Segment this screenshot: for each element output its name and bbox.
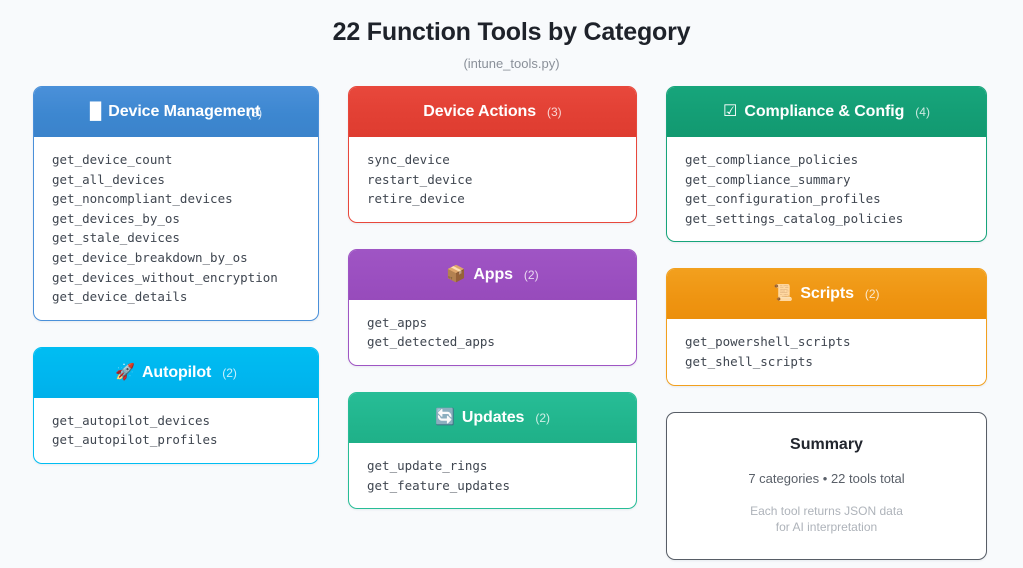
- list-item[interactable]: get_autopilot_devices: [52, 412, 211, 428]
- card-header-inner: █ Device Management(8): [90, 103, 262, 121]
- tool-list-device-management: get_device_count get_all_devices get_nonco…: [34, 150, 318, 307]
- tool-list-compliance-config: get_compliance_policies get_compliance_su…: [667, 150, 986, 228]
- tool-list-autopilot: get_autopilot_devices get_autopilot_profi…: [34, 411, 318, 450]
- card-title-compliance-config: Compliance & Config: [744, 103, 905, 120]
- card-compliance-config[interactable]: ☑ Compliance & Config (4) get_compliance_po…: [666, 86, 987, 243]
- card-header-apps: 📦 Apps (2): [349, 249, 636, 300]
- list-item[interactable]: get_detected_apps: [367, 334, 495, 350]
- summary-title: Summary: [790, 435, 863, 453]
- list-item[interactable]: get_noncompliant_devices: [52, 191, 233, 207]
- card-header-updates: 🔄 Updates (2): [349, 392, 636, 443]
- tool-list-updates: get_update_rings get_feature_updates: [349, 456, 636, 495]
- list-item[interactable]: get_compliance_summary: [685, 171, 851, 187]
- checkbox-checked-icon: ☑: [723, 103, 738, 120]
- refresh-sync-icon: 🔄: [434, 408, 455, 426]
- list-item[interactable]: get_device_breakdown_by_os: [52, 249, 248, 265]
- list-item[interactable]: get_stale_devices: [52, 230, 180, 246]
- card-count-scripts: (2): [864, 287, 880, 302]
- list-item[interactable]: get_compliance_policies: [685, 152, 859, 167]
- card-body-scripts: get_powershell_scripts get_shell_scripts: [667, 319, 986, 384]
- card-body-updates: get_update_rings get_feature_updates: [349, 443, 636, 508]
- card-body-compliance-config: get_compliance_policies get_compliance_su…: [667, 137, 986, 241]
- card-title-device-actions: Device Actions: [423, 103, 537, 120]
- card-count-compliance-config: (4): [915, 105, 930, 119]
- card-header-device-actions: Device Actions (3): [349, 87, 636, 137]
- card-device-actions[interactable]: Device Actions (3) sync_device restart_devi…: [348, 86, 637, 223]
- list-item[interactable]: get_devices_without_encryption: [52, 269, 278, 285]
- card-title-autopilot: Autopilot: [141, 363, 212, 381]
- card-header-scripts: 📜 Scripts (2): [667, 269, 986, 320]
- column-right: ☑ Compliance & Config (4) get_compliance_po…: [666, 86, 987, 561]
- list-item[interactable]: get_device_count: [52, 152, 173, 167]
- list-item[interactable]: restart_device: [367, 171, 473, 187]
- card-count-autopilot: (2): [222, 365, 237, 380]
- tool-list-device-actions: sync_device restart_device retire_device: [349, 150, 636, 209]
- rocket-icon: 🚀: [115, 363, 135, 381]
- list-item[interactable]: sync_device: [367, 152, 450, 167]
- page-subtitle: (intune_tools.py): [463, 55, 560, 71]
- card-scripts[interactable]: 📜 Scripts (2) get_powershell_scripts get_she…: [666, 268, 987, 386]
- list-item[interactable]: get_devices_by_os: [52, 210, 180, 226]
- card-count-apps: (2): [523, 267, 539, 282]
- card-body-device-actions: sync_device restart_device retire_device: [349, 137, 636, 222]
- card-header-inner: 🚀 Autopilot (2): [115, 364, 237, 382]
- card-header-inner: 📦 Apps (2): [446, 266, 538, 284]
- card-count-device-actions: (3): [547, 105, 562, 119]
- list-item[interactable]: retire_device: [367, 191, 465, 207]
- mobile-device-icon: █: [89, 103, 102, 120]
- card-header-inner: 📜 Scripts (2): [773, 285, 879, 303]
- card-count-device-management: (8): [247, 106, 263, 120]
- page-title: 22 Function Tools by Category: [332, 18, 691, 46]
- card-title-updates: Updates: [461, 408, 525, 426]
- card-body-apps: get_apps get_detected_apps: [349, 300, 636, 365]
- card-body-device-management: get_device_count get_all_devices get_nonco…: [34, 137, 318, 320]
- tool-list-scripts: get_powershell_scripts get_shell_scripts: [667, 332, 986, 371]
- list-item[interactable]: get_update_rings: [367, 457, 488, 473]
- card-header-autopilot: 🚀 Autopilot (2): [34, 347, 318, 398]
- package-box-icon: 📦: [446, 265, 467, 283]
- summary-note-line-1: Each tool returns JSON data: [750, 504, 903, 519]
- card-title-scripts: Scripts: [800, 285, 854, 303]
- list-item[interactable]: get_all_devices: [52, 171, 165, 187]
- summary-note-line-2: for AI interpretation: [775, 519, 878, 534]
- summary-stats: 7 categories • 22 tools total: [748, 470, 905, 486]
- card-header-inner: ☑ Compliance & Config (4): [723, 103, 930, 121]
- column-middle: Device Actions (3) sync_device restart_devi…: [348, 86, 637, 535]
- card-header-inner: Device Actions (3): [423, 103, 561, 121]
- card-body-autopilot: get_autopilot_devices get_autopilot_profi…: [34, 398, 318, 463]
- list-item[interactable]: get_powershell_scripts: [685, 334, 851, 350]
- list-item[interactable]: get_feature_updates: [367, 477, 510, 493]
- card-apps[interactable]: 📦 Apps (2) get_apps get_detected_apps: [348, 248, 637, 366]
- card-header-inner: 🔄 Updates (2): [435, 409, 550, 427]
- card-header-compliance-config: ☑ Compliance & Config (4): [667, 87, 986, 137]
- list-item[interactable]: get_configuration_profiles: [685, 191, 881, 207]
- list-item[interactable]: get_autopilot_profiles: [52, 432, 218, 448]
- card-title-apps: Apps: [473, 265, 513, 283]
- card-header-device-management: █ Device Management(8): [34, 87, 318, 137]
- page-header: 22 Function Tools by Category (intune_to…: [0, 0, 1023, 71]
- list-item[interactable]: get_settings_catalog_policies: [685, 210, 904, 226]
- list-item[interactable]: get_device_details: [52, 289, 188, 305]
- scroll-icon: 📜: [773, 285, 794, 303]
- card-title-device-management: Device Management: [108, 103, 261, 120]
- tool-list-apps: get_apps get_detected_apps: [349, 313, 636, 352]
- card-count-updates: (2): [535, 410, 551, 425]
- card-updates[interactable]: 🔄 Updates (2) get_update_rings get_feature_u…: [348, 391, 637, 510]
- list-item[interactable]: get_apps: [367, 314, 428, 330]
- list-item[interactable]: get_shell_scripts: [685, 353, 813, 369]
